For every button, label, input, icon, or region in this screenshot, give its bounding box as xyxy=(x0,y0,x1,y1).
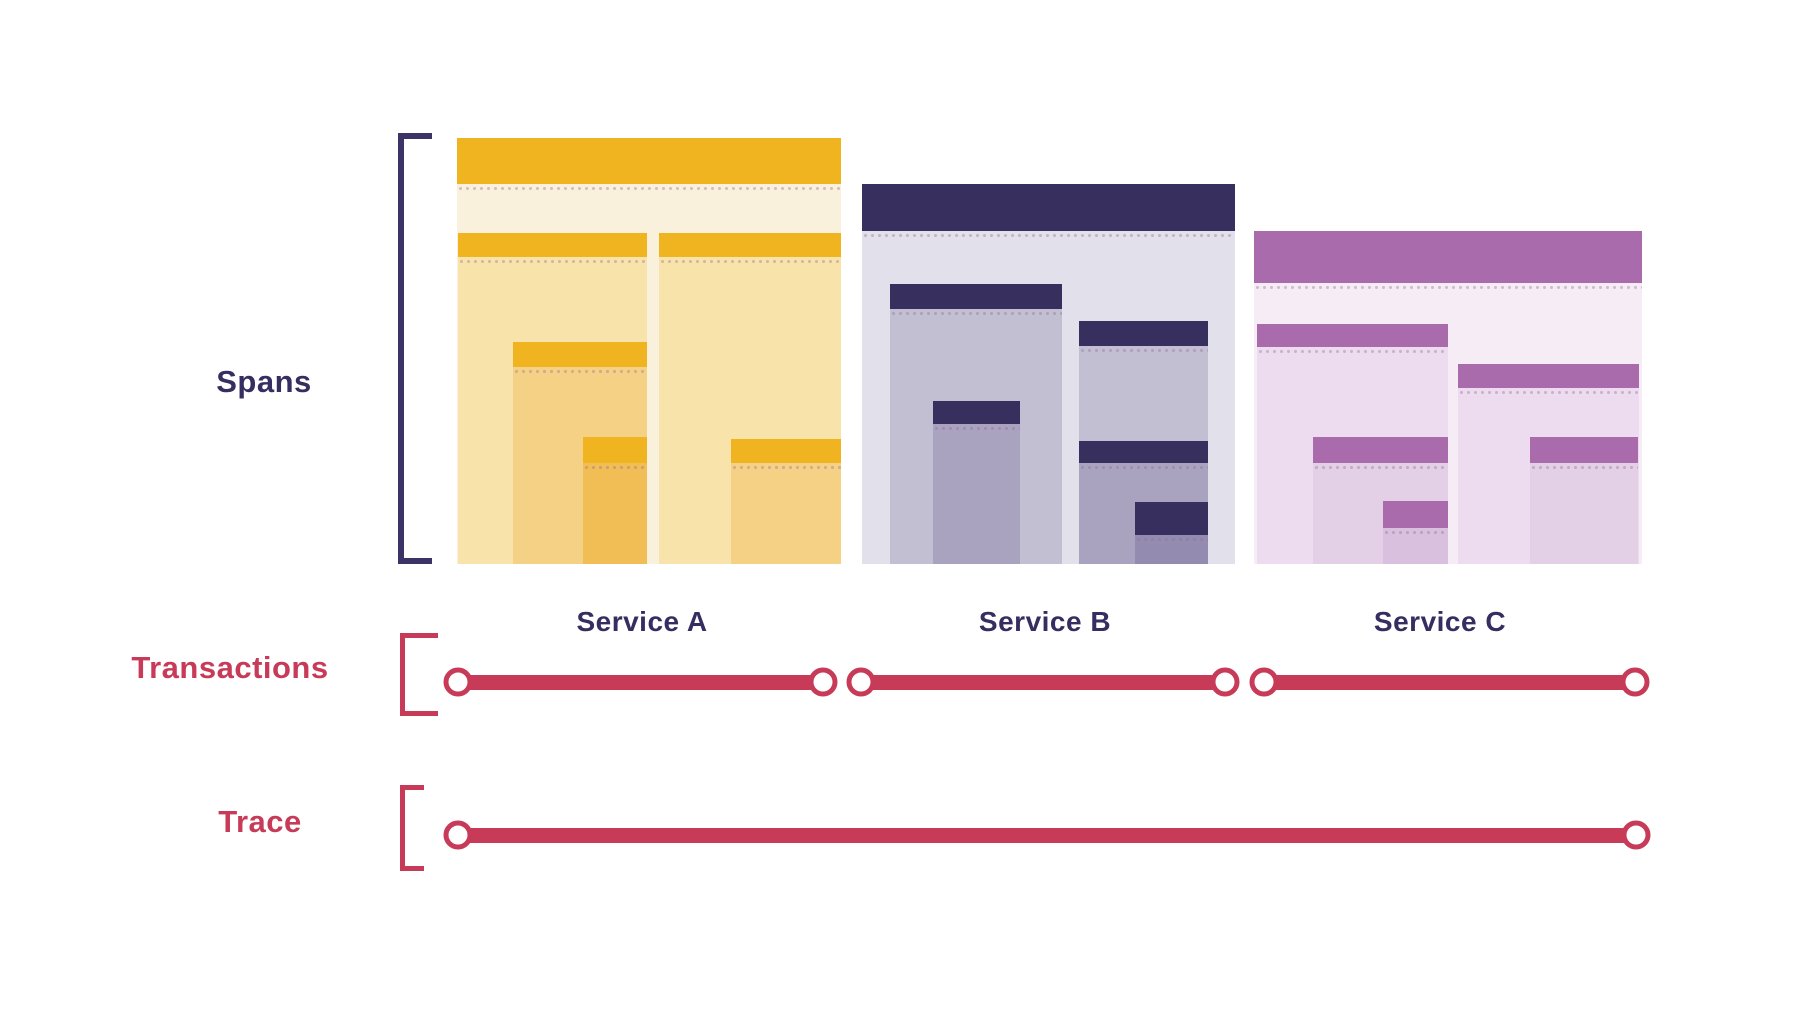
span-header-bar xyxy=(731,439,841,463)
span-header-shadow xyxy=(890,309,1062,316)
trace-endpoint-dot xyxy=(443,820,473,850)
span-header-bar xyxy=(933,401,1020,424)
span-header-bar xyxy=(659,233,841,257)
trace-endpoint-dot xyxy=(1621,820,1651,850)
transactions-row-label: Transactions xyxy=(131,650,329,685)
span-body xyxy=(583,470,647,564)
span-header-shadow xyxy=(583,463,647,470)
span-header-shadow xyxy=(1383,528,1448,535)
child-span xyxy=(583,437,647,564)
span-header-bar xyxy=(457,138,841,184)
span-header-bar xyxy=(862,184,1235,231)
span-header-shadow xyxy=(731,463,841,470)
service-label: Service C xyxy=(1373,606,1507,637)
span-header-shadow xyxy=(1313,463,1448,470)
span-header-shadow xyxy=(659,257,841,264)
span-header-shadow xyxy=(1458,388,1639,395)
span-body xyxy=(933,431,1020,564)
transaction-endpoint-dot xyxy=(1620,667,1650,697)
transactions-bracket xyxy=(400,633,438,716)
span-header-bar xyxy=(1530,437,1638,463)
span-header-bar xyxy=(1079,321,1208,346)
span-header-shadow xyxy=(1079,463,1208,470)
span-header-shadow xyxy=(1079,346,1208,353)
transaction-endpoint-dot xyxy=(846,667,876,697)
span-header-shadow xyxy=(1257,347,1448,354)
span-header-bar xyxy=(1079,441,1208,463)
span-header-bar xyxy=(583,437,647,463)
trace-row-label: Trace xyxy=(218,804,302,839)
span-body xyxy=(1383,535,1448,564)
transaction-line xyxy=(861,674,1225,690)
span-header-bar xyxy=(513,342,647,367)
trace-line xyxy=(458,827,1636,843)
transaction-endpoint-dot xyxy=(1249,667,1279,697)
span-header-bar xyxy=(1383,501,1448,528)
span-header-bar xyxy=(1254,231,1642,283)
span-body xyxy=(1135,542,1208,564)
span-header-shadow xyxy=(1135,535,1208,542)
span-header-shadow xyxy=(1254,283,1642,290)
span-header-bar xyxy=(458,233,647,257)
child-span xyxy=(731,439,841,564)
span-body xyxy=(1530,470,1638,564)
transaction-line xyxy=(1264,674,1635,690)
span-header-bar xyxy=(1313,437,1448,463)
child-span xyxy=(1530,437,1638,564)
span-header-bar xyxy=(1257,324,1448,347)
span-header-bar xyxy=(890,284,1062,309)
spans-row-label: Spans xyxy=(216,364,312,399)
child-span xyxy=(1135,502,1208,564)
span-header-bar xyxy=(1135,502,1208,535)
span-header-bar xyxy=(1458,364,1639,388)
transaction-endpoint-dot xyxy=(443,667,473,697)
span-header-shadow xyxy=(933,424,1020,431)
trace-bracket xyxy=(400,785,424,871)
child-span xyxy=(1383,501,1448,564)
transaction-line xyxy=(458,674,823,690)
span-header-shadow xyxy=(458,257,647,264)
service-label: Service A xyxy=(576,606,708,637)
spans-bracket xyxy=(398,133,432,564)
transaction-endpoint-dot xyxy=(808,667,838,697)
service-label: Service B xyxy=(978,606,1112,637)
child-span xyxy=(933,401,1020,564)
span-header-shadow xyxy=(457,184,841,191)
span-header-shadow xyxy=(1530,463,1638,470)
span-header-shadow xyxy=(513,367,647,374)
span-body xyxy=(731,470,841,564)
span-header-shadow xyxy=(862,231,1235,238)
transaction-endpoint-dot xyxy=(1210,667,1240,697)
